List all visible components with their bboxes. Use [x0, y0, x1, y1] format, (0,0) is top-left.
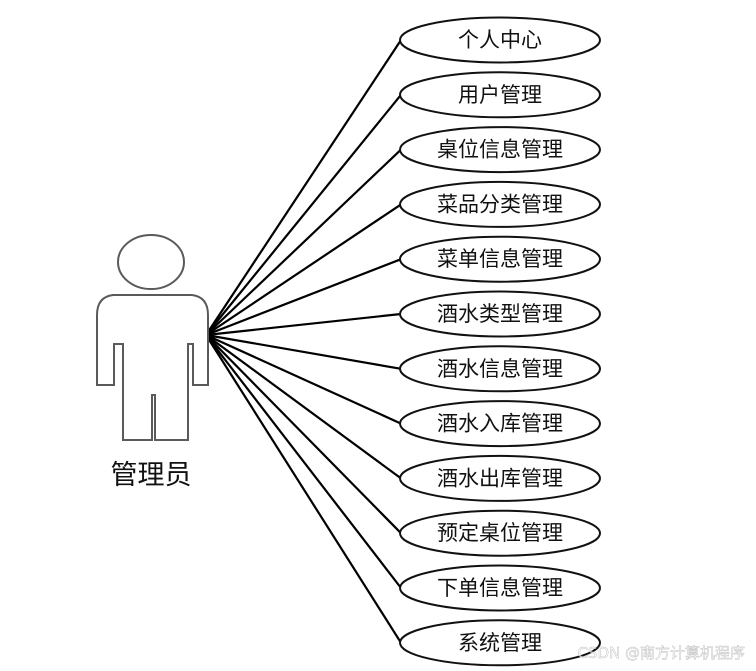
association-line [205, 148, 402, 336]
use-case: 菜单信息管理 [399, 235, 601, 283]
actor-body [96, 294, 209, 441]
use-case-label: 个人中心 [458, 28, 542, 52]
association-line [205, 333, 402, 370]
use-case: 个人中心 [399, 16, 601, 64]
use-case-label: 用户管理 [458, 83, 542, 107]
use-case-ellipse [399, 400, 601, 448]
use-case: 桌位信息管理 [399, 126, 601, 174]
use-case-label: 系统管理 [458, 631, 542, 655]
use-case-ellipse [399, 235, 601, 283]
association-line [205, 334, 402, 534]
actor-label: 管理员 [111, 460, 192, 491]
use-case-ellipse [399, 290, 601, 338]
association-lines [205, 39, 402, 644]
use-case-label: 菜单信息管理 [437, 247, 563, 271]
use-case: 预定桌位管理 [399, 509, 601, 557]
association-line [205, 39, 402, 336]
use-case: 用户管理 [399, 71, 601, 119]
use-case: 酒水入库管理 [399, 400, 601, 448]
use-case-ellipse [399, 180, 601, 228]
watermark-text: CSDN @南方计算机程序 [577, 644, 745, 662]
use-case-label: 酒水出库管理 [437, 466, 563, 490]
use-case-ellipse [399, 619, 601, 667]
association-line [205, 312, 402, 337]
association-line [205, 258, 402, 337]
actor-figure: 管理员 [96, 234, 209, 491]
use-case: 酒水出库管理 [399, 454, 601, 502]
association-line [205, 203, 402, 336]
use-case-label: 下单信息管理 [437, 576, 563, 600]
use-case-ellipse [399, 126, 601, 174]
actor-head [117, 234, 185, 290]
use-case-label: 预定桌位管理 [437, 521, 563, 545]
use-case: 酒水信息管理 [399, 345, 601, 393]
use-case-label: 酒水信息管理 [437, 357, 563, 381]
association-line [205, 333, 402, 425]
use-case: 菜品分类管理 [399, 180, 601, 228]
use-case-ellipse [399, 509, 601, 557]
use-case-ellipse [399, 345, 601, 393]
use-case: 酒水类型管理 [399, 290, 601, 338]
use-case-label: 桌位信息管理 [437, 138, 563, 162]
use-case: 系统管理 [399, 619, 601, 667]
association-line [205, 334, 402, 589]
association-line [205, 334, 402, 644]
use-case: 下单信息管理 [399, 564, 601, 612]
use-case-ellipse [399, 16, 601, 64]
use-case-label: 酒水类型管理 [437, 302, 563, 326]
use-case-ellipse [399, 71, 601, 119]
use-case-list: 个人中心用户管理桌位信息管理菜品分类管理菜单信息管理酒水类型管理酒水信息管理酒水… [399, 16, 601, 667]
use-case-ellipse [399, 564, 601, 612]
association-line [205, 334, 402, 480]
use-case-label: 酒水入库管理 [437, 412, 563, 436]
use-case-label: 菜品分类管理 [437, 192, 563, 216]
use-case-ellipse [399, 454, 601, 502]
association-line [205, 94, 402, 336]
